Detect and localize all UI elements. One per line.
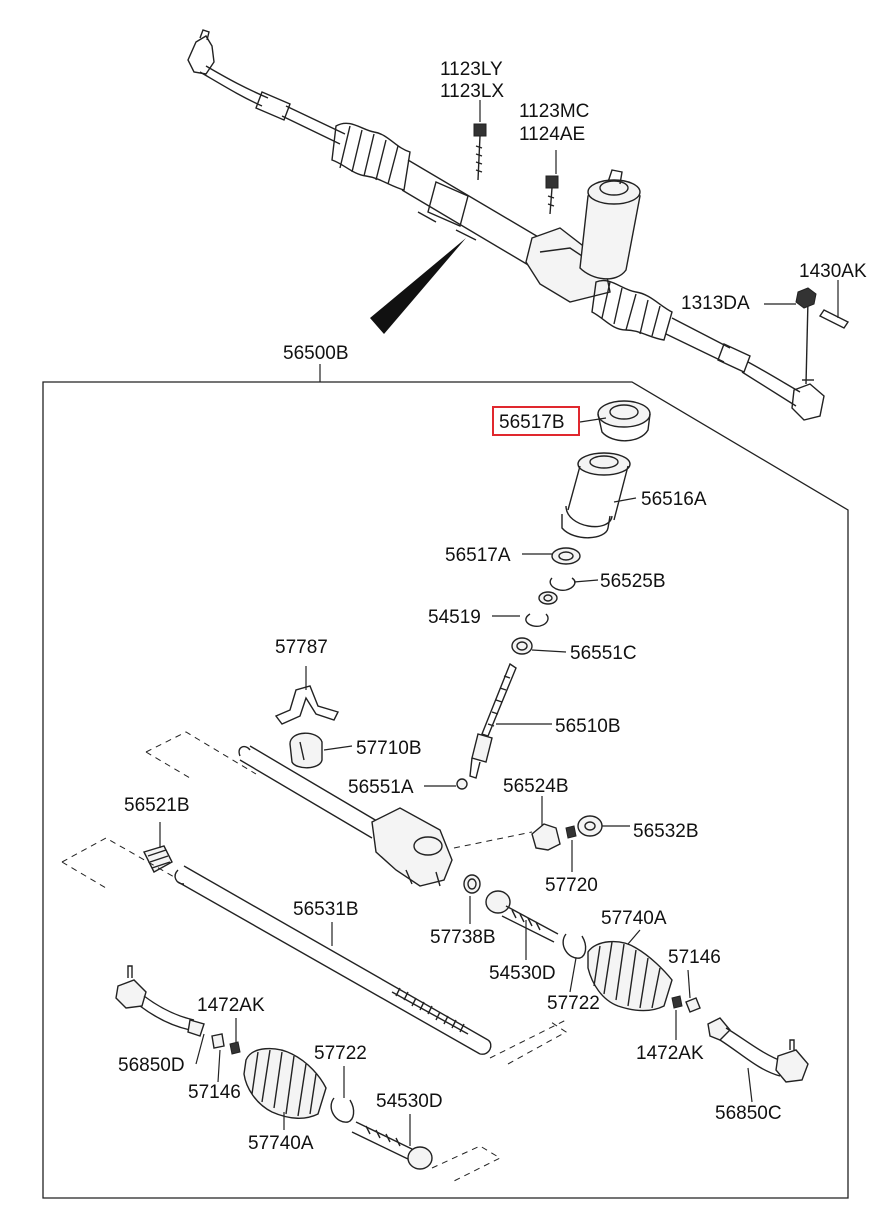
label-56525B[interactable]: 56525B — [600, 571, 666, 592]
label-56850C[interactable]: 56850C — [715, 1103, 782, 1124]
label-56517B[interactable]: 56517B — [499, 412, 565, 433]
label-56532B[interactable]: 56532B — [633, 821, 699, 842]
label-56850D[interactable]: 56850D — [118, 1055, 185, 1076]
alignment-lines — [61, 731, 567, 1183]
label-56500B[interactable]: 56500B — [283, 343, 349, 364]
label-57740A-left[interactable]: 57740A — [248, 1133, 314, 1154]
label-1124AE[interactable]: 1124AE — [519, 124, 585, 145]
label-54530D-left[interactable]: 54530D — [376, 1091, 443, 1112]
label-57740A-right[interactable]: 57740A — [601, 908, 667, 929]
label-56524B[interactable]: 56524B — [503, 776, 569, 797]
label-56517A[interactable]: 56517A — [445, 545, 511, 566]
label-57720[interactable]: 57720 — [545, 875, 598, 896]
label-57787[interactable]: 57787 — [275, 637, 328, 658]
upper-assembly-illustration — [187, 29, 850, 421]
label-1430AK[interactable]: 1430AK — [799, 261, 867, 282]
label-1313DA[interactable]: 1313DA — [681, 293, 750, 314]
label-1123LX[interactable]: 1123LX — [440, 81, 504, 102]
label-56551C[interactable]: 56551C — [570, 643, 637, 664]
label-54530D-right[interactable]: 54530D — [489, 963, 556, 984]
label-57738B[interactable]: 57738B — [430, 927, 496, 948]
exploded-leaders — [159, 417, 753, 1146]
label-57710B[interactable]: 57710B — [356, 738, 422, 759]
label-57146-right[interactable]: 57146 — [668, 947, 721, 968]
label-1472AK-left[interactable]: 1472AK — [197, 995, 265, 1016]
label-1472AK-right[interactable]: 1472AK — [636, 1043, 704, 1064]
selected-part-highlight — [492, 406, 580, 436]
upper-leaders — [319, 100, 839, 382]
label-54519[interactable]: 54519 — [428, 607, 481, 628]
label-56551A[interactable]: 56551A — [348, 777, 414, 798]
label-1123LY[interactable]: 1123LY — [440, 59, 503, 80]
label-57722-right[interactable]: 57722 — [547, 993, 600, 1014]
label-57146-left[interactable]: 57146 — [188, 1082, 241, 1103]
label-56531B[interactable]: 56531B — [293, 899, 359, 920]
label-56510B[interactable]: 56510B — [555, 716, 621, 737]
label-56516A[interactable]: 56516A — [641, 489, 707, 510]
exploded-parts-illustration — [115, 400, 809, 1170]
exploded-view-frame — [42, 381, 849, 1199]
label-57722-left[interactable]: 57722 — [314, 1043, 367, 1064]
part-labels: 1123LY 1123LX 1123MC 1124AE 1430AK 1313D… — [118, 59, 867, 1154]
label-1123MC[interactable]: 1123MC — [519, 101, 589, 122]
label-56521B[interactable]: 56521B — [124, 795, 190, 816]
